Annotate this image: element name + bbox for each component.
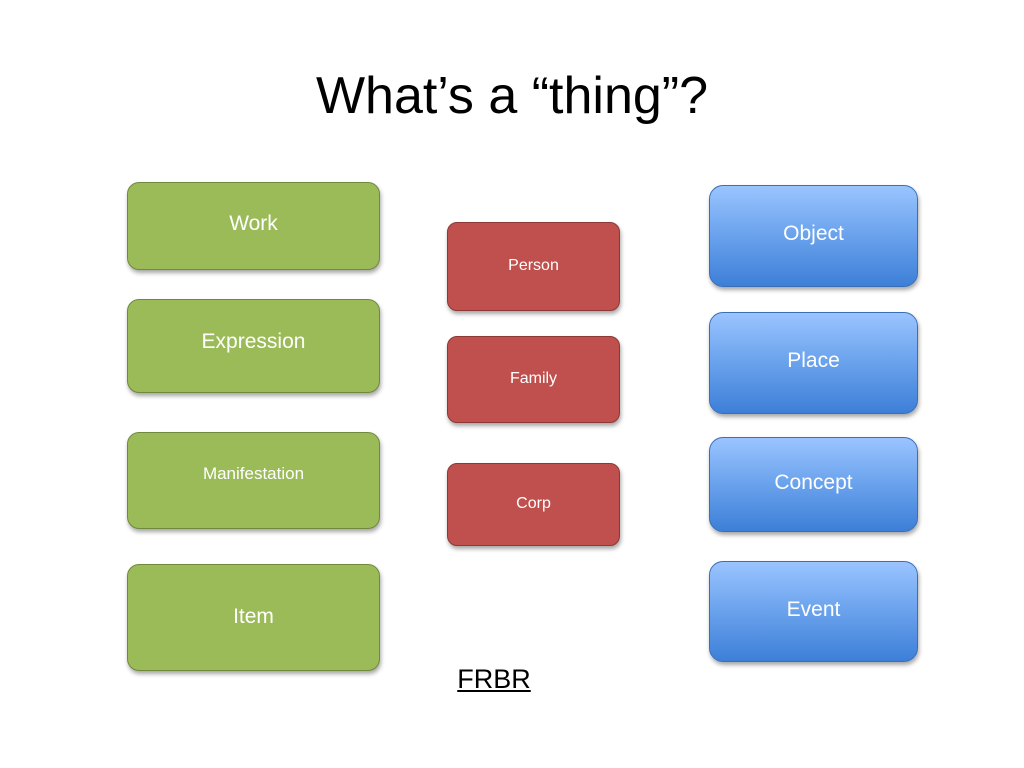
box-person: Person — [447, 222, 620, 311]
box-concept: Concept — [709, 437, 918, 532]
frbr-label: FRBR — [457, 664, 531, 694]
box-corp-label: Corp — [516, 494, 551, 512]
box-object-label: Object — [783, 222, 844, 245]
box-manifestation: Manifestation — [127, 432, 380, 529]
box-expression: Expression — [127, 299, 380, 393]
box-place: Place — [709, 312, 918, 414]
box-manifestation-label: Manifestation — [202, 463, 305, 483]
box-item-label: Item — [233, 604, 274, 628]
box-event-label: Event — [786, 597, 841, 621]
box-corp: Corp — [447, 463, 620, 546]
slide-title: What’s a “thing”? — [315, 67, 709, 125]
box-work: Work — [127, 182, 380, 270]
box-family: Family — [447, 336, 620, 423]
box-object: Object — [709, 185, 918, 287]
box-item: Item — [127, 564, 380, 671]
box-concept-label: Concept — [774, 470, 853, 494]
box-person-label: Person — [508, 256, 559, 274]
box-place-label: Place — [787, 349, 840, 372]
box-family-label: Family — [509, 369, 558, 387]
box-expression-label: Expression — [201, 330, 306, 353]
box-work-label: Work — [229, 212, 278, 235]
box-event: Event — [709, 561, 918, 662]
